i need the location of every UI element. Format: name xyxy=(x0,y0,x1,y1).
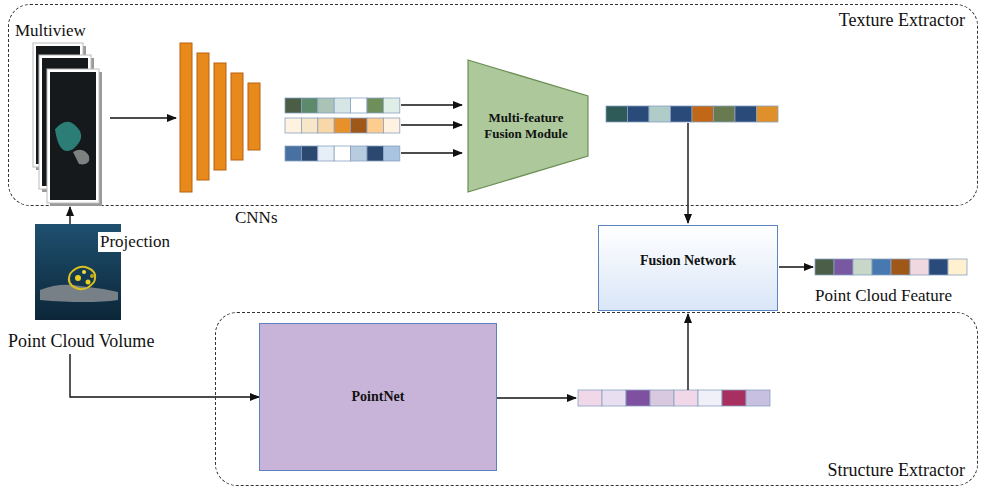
fusion-module: Multi-feature Fusion Module xyxy=(467,59,589,193)
process-box: Fusion Network xyxy=(598,225,778,311)
layer-label: CNNs xyxy=(233,208,280,228)
cnn-layers xyxy=(180,43,260,192)
flow-arrow xyxy=(70,354,259,397)
node-text: Point Cloud Volume xyxy=(8,331,154,352)
multiview-images: Multiview xyxy=(13,21,109,207)
process-box: PointNet xyxy=(259,323,497,471)
node-text: Multiview xyxy=(15,21,86,41)
structure-region: Structure Extractor PointNet xyxy=(215,312,978,486)
flow-arrow xyxy=(69,207,70,224)
node-text: Texture Extractor xyxy=(839,10,965,31)
node-text: Multi-feature Fusion Module xyxy=(475,110,577,141)
texture-region: Texture ExtractorMultiviewMulti-feature … xyxy=(8,4,978,206)
output-label: Point Cloud Feature xyxy=(813,286,954,306)
node-text: Structure Extractor xyxy=(828,460,965,481)
node-text: Fusion Network xyxy=(640,253,736,269)
node-text: PointNet xyxy=(352,389,405,405)
edge-label: Projection xyxy=(98,232,172,252)
